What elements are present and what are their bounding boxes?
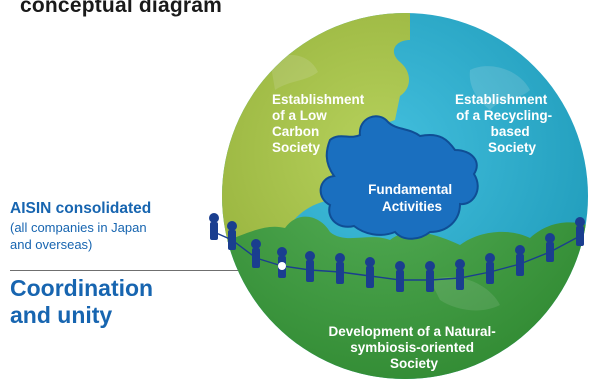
low-carbon-label: Establishment of a Low Carbon Society xyxy=(272,92,368,155)
org-name: AISIN consolidated xyxy=(10,200,152,217)
coordination-line-2: and unity xyxy=(10,302,113,328)
fundamental-piece xyxy=(319,115,479,240)
org-block: AISIN consolidated (all companies in Jap… xyxy=(10,200,250,252)
people-chain xyxy=(209,213,585,292)
coordination-line-1: Coordination xyxy=(10,275,154,301)
recycling-label: Establishment of a Recycling- based Soci… xyxy=(455,92,556,155)
natural-label: Development of a Natural- symbiosis-orie… xyxy=(328,324,499,371)
diagram-heading: conceptual diagram xyxy=(20,0,222,17)
org-sub-line-1: (all companies in Japan xyxy=(10,220,147,235)
leader-line xyxy=(10,270,286,271)
coordination-title: Coordination and unity xyxy=(10,275,250,329)
org-sub-line-2: and overseas) xyxy=(10,237,93,252)
fundamental-label: Fundamental Activities xyxy=(368,182,456,214)
